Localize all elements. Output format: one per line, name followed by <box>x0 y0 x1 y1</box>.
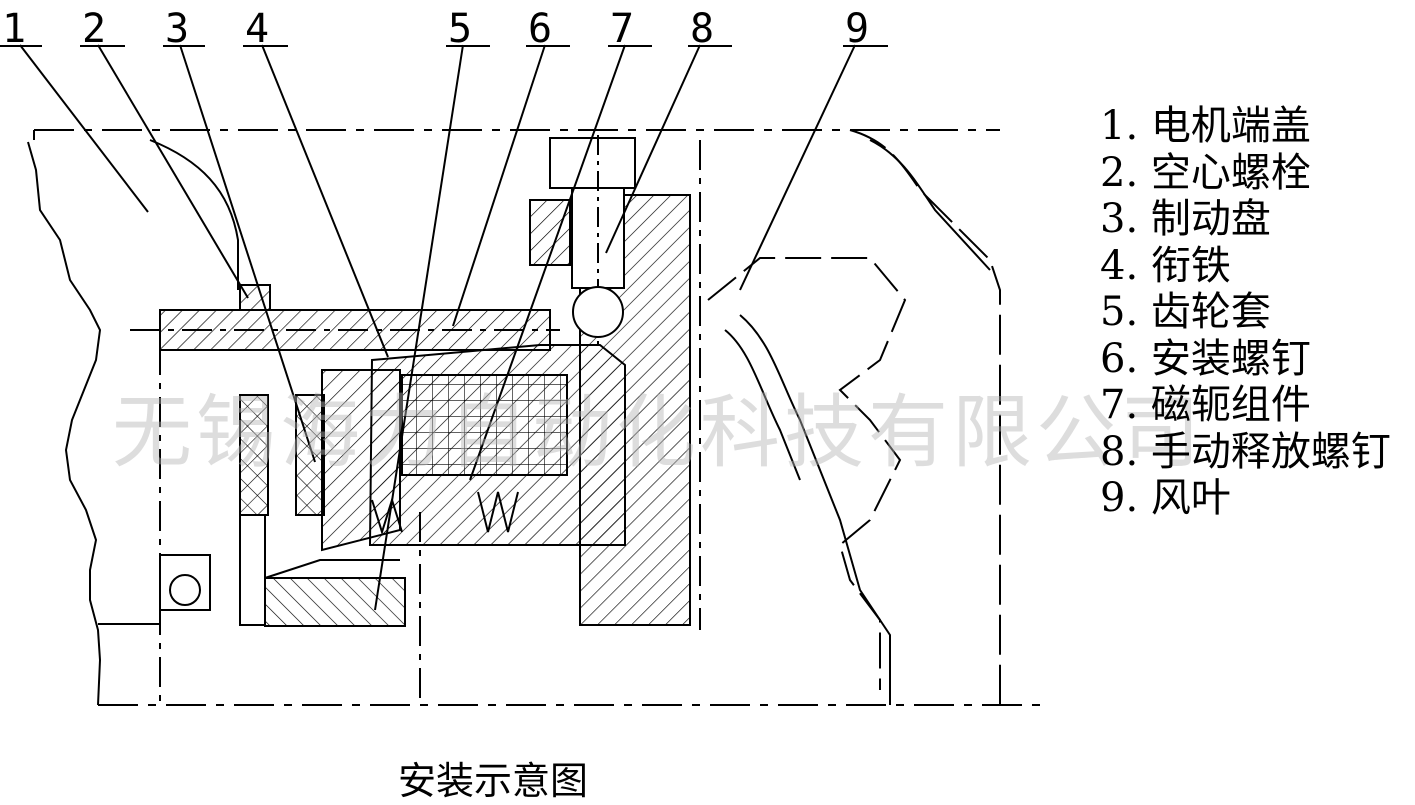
fan-cover <box>849 129 1001 705</box>
legend-item-9: 9. 风叶 <box>1100 475 1231 521</box>
legend-item-2: 2. 空心螺栓 <box>1100 149 1311 196</box>
fan-blade <box>707 257 907 690</box>
callout-9: 9 <box>845 6 869 52</box>
manual-release-screw <box>549 137 636 189</box>
brake-disc <box>239 394 269 516</box>
legend-item-4: 4. 衔铁 <box>1100 242 1231 289</box>
spring <box>371 491 519 536</box>
callout-2: 2 <box>82 6 106 52</box>
callout-4: 4 <box>245 6 269 52</box>
motor-end-cover <box>27 141 102 706</box>
gear-sleeve <box>264 577 406 627</box>
legend-item-1: 1. 电机端盖 <box>1100 103 1311 149</box>
callout-3: 3 <box>165 6 189 52</box>
callout-8: 8 <box>690 6 714 52</box>
callout-7: 7 <box>610 6 634 52</box>
legend-item-5: 5. 齿轮套 <box>1100 289 1271 335</box>
callout-6: 6 <box>528 6 552 52</box>
legend-item-7: 7. 磁轭组件 <box>1100 382 1311 428</box>
callout-5: 5 <box>448 6 472 52</box>
callout-1: 1 <box>2 6 26 52</box>
diagram-caption: 安装示意图 <box>398 759 589 803</box>
legend-item-8: 8. 手动释放螺钉 <box>1100 428 1391 475</box>
parts-legend: 1. 电机端盖 2. 空心螺栓 3. 制动盘 4. 衔铁 5. 齿轮套 6. 安… <box>1100 103 1391 522</box>
legend-item-3: 3. 制动盘 <box>1100 196 1271 242</box>
legend-item-6: 6. 安装螺钉 <box>1100 335 1311 382</box>
